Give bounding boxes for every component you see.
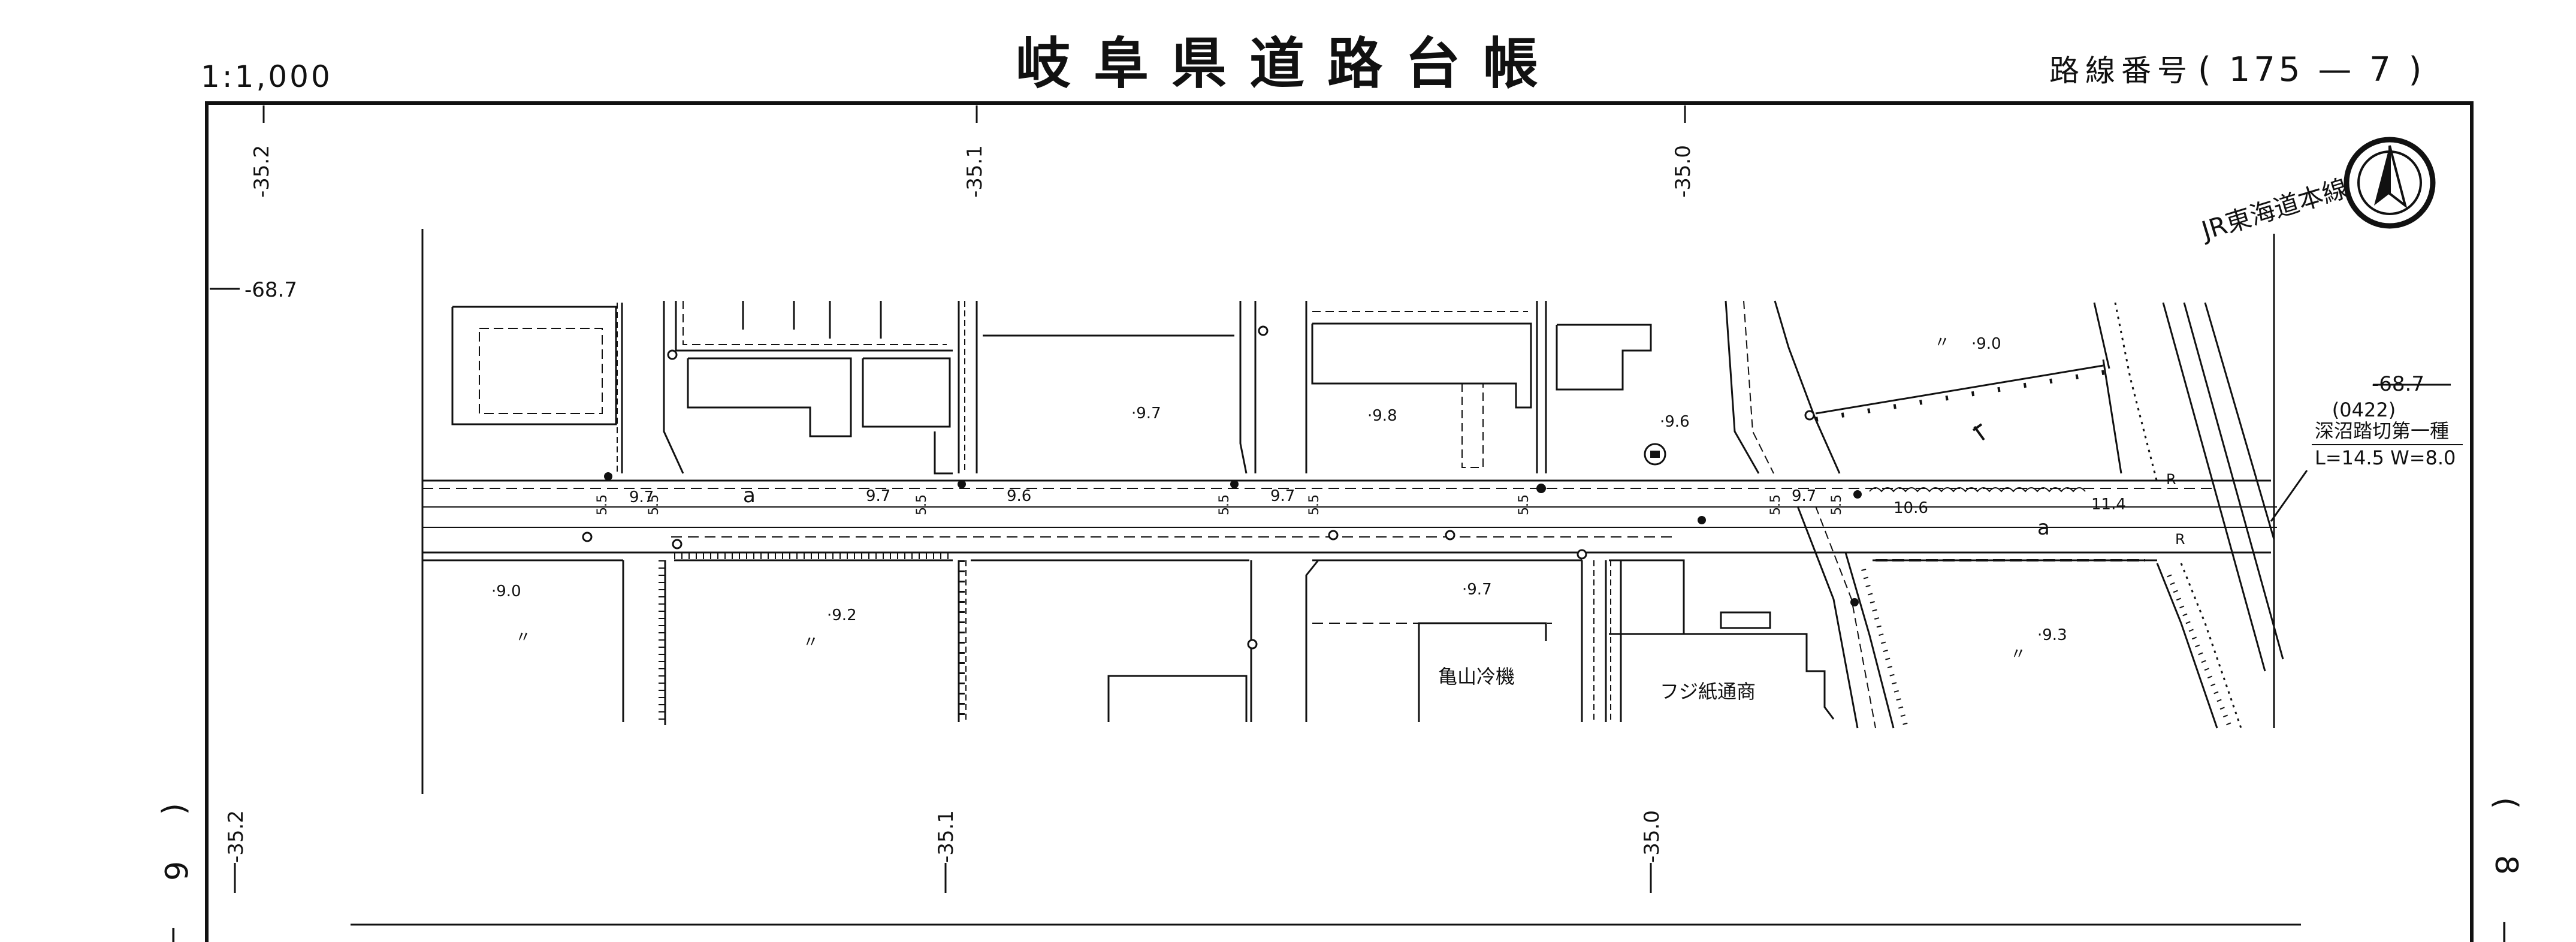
road-symbol-a-west: a xyxy=(743,484,756,508)
road-elevation: 9.7 xyxy=(629,488,654,506)
ditto-mark: 〃 xyxy=(515,629,531,647)
south-blocks xyxy=(422,506,2242,729)
grid-ticks xyxy=(210,105,2451,893)
crossing-name: 深沼踏切第一種 xyxy=(2315,419,2449,442)
north-arrow-icon xyxy=(2344,137,2436,229)
road-elevation: 9.7 xyxy=(1792,487,1816,505)
grid-right-687: -68.7 xyxy=(2372,372,2424,396)
building-label-kameyama: 亀山冷機 xyxy=(1438,665,1515,688)
parcel-elevation: ·9.2 xyxy=(827,606,857,624)
r-mark: R xyxy=(2166,471,2176,488)
utility-poles xyxy=(604,472,1862,606)
ditto-mark: 〃 xyxy=(2010,645,2026,663)
railway-lines xyxy=(2162,302,2284,672)
hydrants xyxy=(582,325,1815,650)
crossing-leader-line xyxy=(2270,470,2308,522)
building-label-fuji: フジ紙通商 xyxy=(1660,680,1756,703)
map-scale: 1:1,000 xyxy=(201,59,333,94)
width-mark: 5.5 xyxy=(595,494,610,515)
parcel-elevation: ·9.7 xyxy=(1462,581,1492,599)
north-blocks xyxy=(451,300,2158,483)
crossing-code: (0422) xyxy=(2332,398,2396,421)
width-mark: 5.5 xyxy=(914,494,929,515)
parcel-elevation: ·9.6 xyxy=(1660,413,1690,431)
road-elevation: 10.6 xyxy=(1894,499,1928,517)
grid-bottom-352: -35.2 xyxy=(224,810,248,863)
width-mark: 5.5 xyxy=(1517,494,1532,515)
parcel-elevation: ·9.8 xyxy=(1367,407,1397,425)
grid-bottom-350: -35.0 xyxy=(1640,810,1664,863)
parcel-elevation: ·9.0 xyxy=(491,582,521,600)
grid-top-352: -35.2 xyxy=(250,145,274,198)
fence-patterns xyxy=(659,553,2231,726)
sidewalk-pattern xyxy=(1869,487,2086,493)
road-elevation: 9.7 xyxy=(1270,487,1295,505)
width-mark: 5.5 xyxy=(1768,494,1783,515)
map-title: 岐阜県道路台帳 xyxy=(1016,31,1561,96)
parcel-elevation: ·9.0 xyxy=(1971,335,2001,353)
sheet-continuation-right: ( 8 — xyxy=(2488,797,2524,942)
width-mark: 5.5 xyxy=(1217,494,1232,515)
map-area-border xyxy=(421,229,2275,794)
grid-left-687: -68.7 xyxy=(244,278,297,302)
ditto-mark: 〃 xyxy=(1934,334,1950,352)
road-elevation: 9.7 xyxy=(866,487,890,505)
grid-top-350: -35.0 xyxy=(1671,145,1695,198)
road-elevation: 9.6 xyxy=(1007,487,1031,505)
ditto-mark: 〃 xyxy=(803,633,819,651)
sheet-continuation-left: ( 6 — xyxy=(157,803,193,942)
grid-top-351: -35.1 xyxy=(963,145,987,198)
orchard-symbol-icon xyxy=(1972,423,1985,441)
route-label: 路線番号 xyxy=(2049,53,2193,88)
route-number: ( 175 — 7 ) xyxy=(2198,50,2425,89)
r-mark: R xyxy=(2175,531,2185,548)
road-symbol-a-east: a xyxy=(2037,516,2050,540)
road-lines xyxy=(422,479,2277,554)
width-mark: 5.5 xyxy=(1307,494,1322,515)
crossing-dims: L=14.5 W=8.0 xyxy=(2315,446,2456,469)
shrine-symbol-icon xyxy=(1644,443,1666,466)
parcel-elevation: ·9.7 xyxy=(1131,404,1161,422)
road-elevation: 11.4 xyxy=(2091,496,2126,514)
map-frame xyxy=(205,101,2474,942)
parcel-elevation: ·9.3 xyxy=(2037,626,2067,644)
width-mark: 5.5 xyxy=(1829,494,1844,515)
width-mark: 5.5 xyxy=(647,494,662,515)
grid-bottom-351: -35.1 xyxy=(934,810,958,863)
